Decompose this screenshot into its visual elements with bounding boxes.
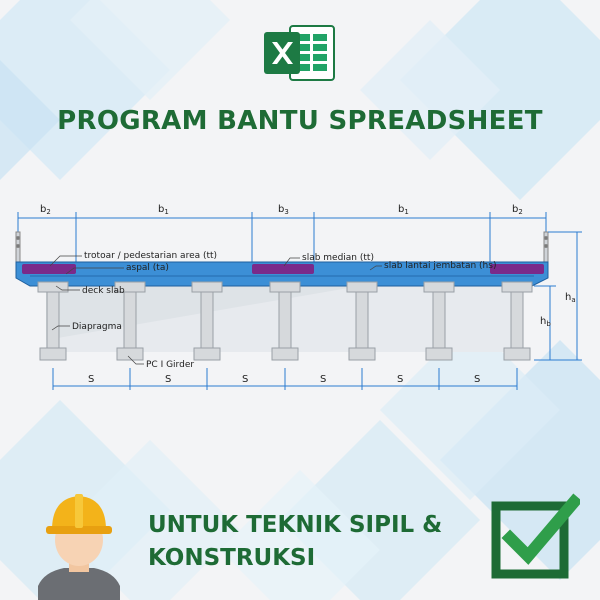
dim-s6: S — [474, 374, 480, 385]
label-pc-girder: PC I Girder — [146, 360, 194, 370]
dim-s3: S — [242, 374, 248, 385]
railing-right — [543, 231, 549, 263]
dim-s2: S — [165, 374, 171, 385]
checkbox-icon — [491, 493, 580, 579]
label-aspal: aspal (ta) — [126, 263, 169, 273]
excel-icon — [264, 25, 335, 81]
label-deck-slab: deck slab — [82, 286, 125, 296]
dim-s5: S — [397, 374, 403, 385]
label-slab-lantai: slab lantai jembatan (hs) — [384, 261, 496, 271]
dim-s1: S — [88, 374, 94, 385]
dim-b2-left: b2 — [40, 204, 51, 216]
construction-worker-icon — [38, 494, 120, 600]
dim-s4: S — [320, 374, 326, 385]
pc-i-girders — [37, 281, 533, 361]
dim-b1-left: b1 — [158, 204, 169, 216]
label-slab-median: slab median (tt) — [302, 253, 374, 263]
footer-line-1: UNTUK TEKNIK SIPIL & — [148, 512, 443, 538]
page-title: PROGRAM BANTU SPREADSHEET — [57, 106, 543, 136]
dim-hb: hb — [540, 316, 551, 328]
median-slab — [252, 264, 314, 274]
railing-left — [15, 231, 21, 263]
dim-b3: b3 — [278, 204, 289, 216]
sidewalk-right — [490, 264, 544, 274]
sidewalk-left — [22, 264, 76, 274]
label-diapragma: Diapragma — [72, 322, 122, 332]
footer-line-2: KONSTRUKSI — [148, 545, 316, 571]
bridge-cross-section-diagram: b2 b1 b3 b1 b2 — [15, 204, 582, 390]
dim-b2-right: b2 — [512, 204, 523, 216]
bottom-dimension-line — [52, 368, 518, 390]
label-trotoar: trotoar / pedestarian area (tt) — [84, 251, 217, 261]
dim-b1-right: b1 — [398, 204, 409, 216]
dim-ha: ha — [565, 292, 576, 304]
